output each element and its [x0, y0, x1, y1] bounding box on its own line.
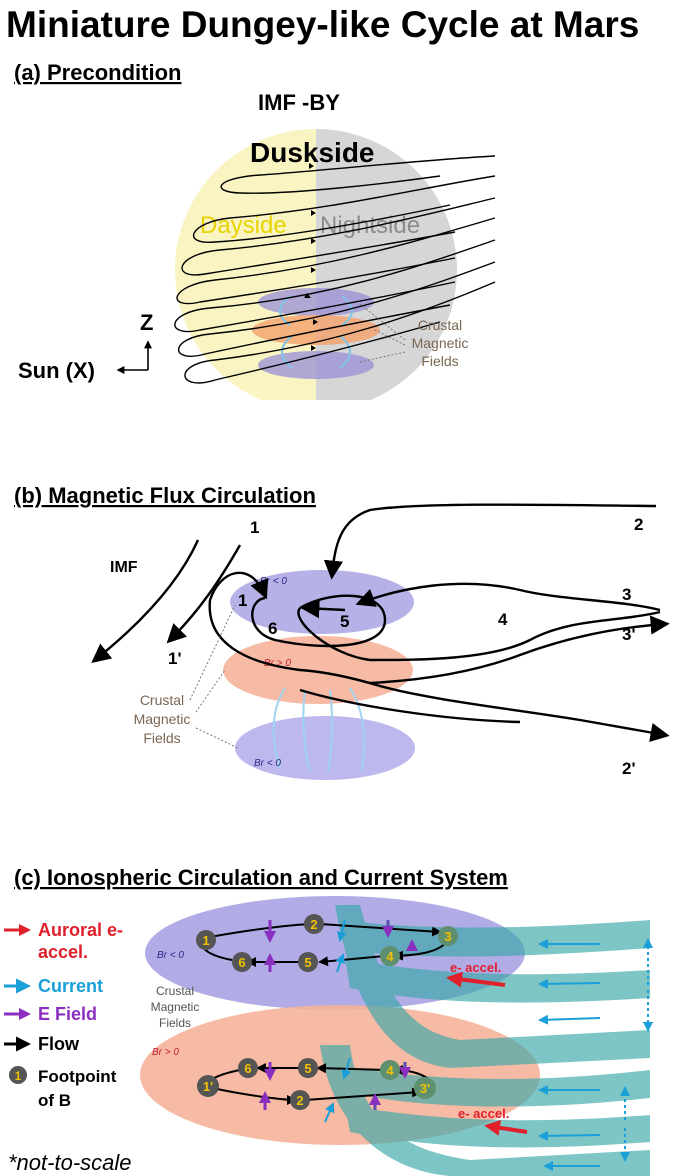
svg-text:Flow: Flow — [38, 1034, 80, 1054]
svg-text:3: 3 — [444, 929, 451, 944]
svg-text:Crustal: Crustal — [156, 984, 194, 998]
svg-text:3': 3' — [420, 1081, 430, 1096]
svg-text:Crustal: Crustal — [418, 317, 462, 333]
svg-text:3': 3' — [622, 625, 636, 644]
current-arrows-tubes — [538, 938, 653, 1171]
svg-text:1: 1 — [15, 1069, 22, 1083]
svg-text:Auroral e-: Auroral e- — [38, 920, 123, 940]
imf-field-lines-a — [174, 155, 496, 384]
axis-z-label: Z — [140, 310, 153, 335]
footpoints-bottom: 1' 2 3' 4 5 6 — [197, 1058, 436, 1110]
legend: Auroral e- accel. Current E Field Flow 1… — [4, 920, 123, 1110]
svg-text:2: 2 — [634, 515, 643, 534]
svg-text:6: 6 — [238, 955, 245, 970]
svg-text:5: 5 — [304, 1061, 311, 1076]
footpoints-top: 1 2 3 4 5 6 — [196, 914, 458, 972]
axes-indicator: Z Sun (X) — [18, 310, 153, 383]
svg-text:Current: Current — [38, 976, 103, 996]
imf-by-label: IMF -BY — [258, 90, 340, 115]
eaccel-bottom: e- accel. — [458, 1106, 528, 1136]
svg-text:Footpoint: Footpoint — [38, 1067, 117, 1086]
eaccel-top: e- accel. — [446, 960, 506, 988]
br-mid-label-b: Br > 0 — [264, 658, 291, 669]
svg-text:1': 1' — [203, 1079, 213, 1094]
svg-text:Fields: Fields — [421, 353, 458, 369]
panel-c-heading: (c) Ionospheric Circulation and Current … — [14, 865, 508, 890]
crustal-patches-b — [223, 570, 415, 780]
br-top-label-b: Br < 0 — [260, 576, 287, 587]
dayside-label: Dayside — [200, 212, 287, 239]
svg-text:2': 2' — [622, 759, 636, 778]
svg-text:e- accel.: e- accel. — [458, 1106, 509, 1121]
nightside-label: Nightside — [320, 212, 420, 239]
axis-x-label: Sun (X) — [18, 358, 95, 383]
svg-text:1: 1 — [250, 518, 259, 537]
br-bot-label-b: Br < 0 — [254, 758, 281, 769]
panel-b-heading: (b) Magnetic Flux Circulation — [14, 483, 316, 508]
svg-text:4: 4 — [498, 610, 508, 629]
svg-text:6: 6 — [268, 619, 277, 638]
panel-a-heading: (a) Precondition — [14, 60, 181, 85]
legend-footpoint-icon — [9, 1066, 27, 1084]
duskside-label: Duskside — [250, 137, 375, 168]
svg-text:Fields: Fields — [159, 1016, 191, 1030]
svg-text:E Field: E Field — [38, 1004, 97, 1024]
crustal-label-c: Crustal Magnetic Fields — [151, 984, 200, 1030]
page-title: Miniature Dungey-like Cycle at Mars — [6, 4, 639, 45]
current-arrows-loops — [324, 919, 352, 1123]
crustal-label-b: Crustal Magnetic Fields — [134, 604, 239, 749]
svg-text:6: 6 — [244, 1061, 251, 1076]
svg-text:3: 3 — [622, 585, 631, 604]
svg-text:of B: of B — [38, 1091, 71, 1110]
field-line-arrowheads-a — [304, 163, 318, 351]
svg-text:1: 1 — [238, 591, 247, 610]
svg-text:e- accel.: e- accel. — [450, 960, 501, 975]
svg-text:Magnetic: Magnetic — [151, 1000, 200, 1014]
svg-text:2: 2 — [310, 917, 317, 932]
svg-text:Crustal: Crustal — [140, 692, 184, 708]
svg-text:accel.: accel. — [38, 942, 88, 962]
flux-field-lines-b — [91, 503, 670, 742]
crustal-label-a: Crustal Magnetic Fields — [359, 303, 469, 369]
svg-text:4: 4 — [386, 949, 394, 964]
svg-text:1': 1' — [168, 649, 182, 668]
svg-text:Magnetic: Magnetic — [134, 711, 191, 727]
svg-text:5: 5 — [304, 955, 311, 970]
svg-text:Magnetic: Magnetic — [412, 335, 469, 351]
svg-text:4: 4 — [386, 1063, 394, 1078]
footnote: *not-to-scale — [8, 1150, 132, 1175]
efield-arrows — [259, 920, 418, 1110]
svg-text:5: 5 — [340, 612, 349, 631]
imf-label-b: IMF — [110, 559, 138, 576]
svg-text:1: 1 — [202, 933, 209, 948]
svg-text:2: 2 — [296, 1093, 303, 1108]
br-bot-label-c: Br > 0 — [152, 1047, 179, 1058]
flux-labels-b: IMF 1 1' 2 2' 3 3' 4 5 6 1 — [110, 515, 643, 778]
br-top-label-c: Br < 0 — [157, 950, 184, 961]
svg-text:Fields: Fields — [143, 730, 180, 746]
